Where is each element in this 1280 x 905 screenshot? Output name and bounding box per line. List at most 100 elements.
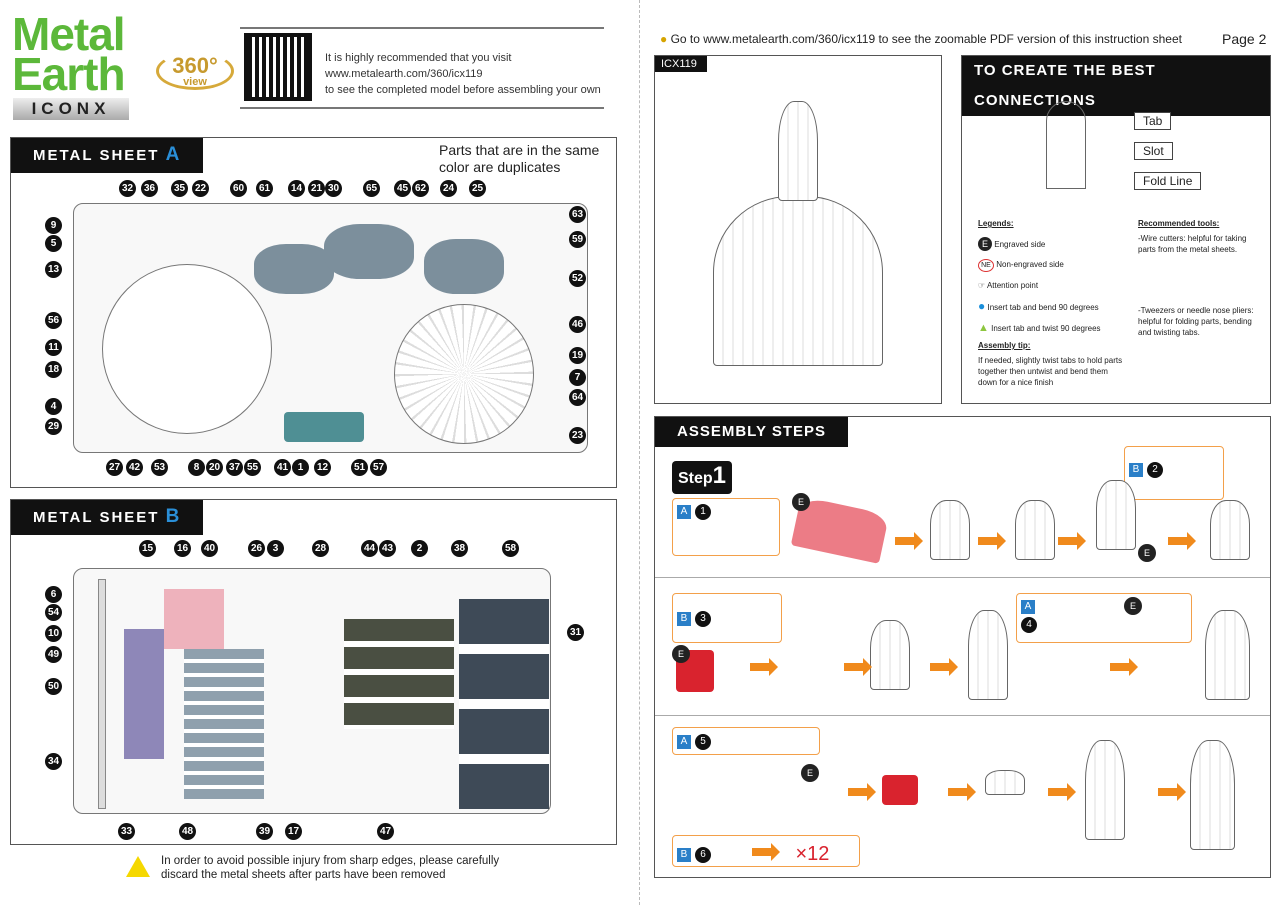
arrow-icon	[1158, 783, 1186, 801]
goto-link[interactable]: ● Go to www.metalearth.com/360/icx119 to…	[660, 32, 1182, 46]
metal-sheet-a: METAL SHEET A Parts that are in the same…	[10, 137, 617, 488]
engraved-badge: E	[801, 764, 819, 782]
part-number-label: 29	[45, 418, 62, 435]
arrow-icon	[930, 658, 958, 676]
arrow-icon	[848, 783, 876, 801]
tab-diagram	[1046, 101, 1086, 189]
part-number-label: 25	[469, 180, 486, 197]
connections-title: TO CREATE THE BEST CONNECTIONS	[962, 56, 1270, 116]
part-number-label: 54	[45, 604, 62, 621]
part-number-label: 63	[569, 206, 586, 223]
part-number-label: 39	[256, 823, 273, 840]
sheet-b-header: METAL SHEET B	[11, 500, 204, 535]
green-triangle-icon: ▲	[978, 322, 989, 334]
dome-part	[424, 239, 504, 294]
part-number-label: 58	[502, 540, 519, 557]
part-number-label: 49	[45, 646, 62, 663]
part-number-label: 35	[171, 180, 188, 197]
lantern-illustration	[778, 101, 818, 201]
fold-line-label: Fold Line	[1134, 172, 1202, 190]
lightbulb-icon: ●	[660, 32, 668, 46]
tab-label: Tab	[1134, 112, 1172, 130]
part-number-label: 34	[45, 753, 62, 770]
360-view-badge: 360°view	[156, 52, 234, 90]
part-number-label: 36	[141, 180, 158, 197]
highlighted-part	[882, 775, 918, 805]
dome-part	[324, 224, 414, 279]
qr-code[interactable]	[244, 33, 312, 101]
tower-step-illustration	[930, 500, 970, 560]
part-number-label: 60	[230, 180, 247, 197]
page-number: Page 2	[1222, 31, 1267, 47]
part-number-label: 28	[312, 540, 329, 557]
part-number-label: 21	[308, 180, 325, 197]
part-number-label: 3	[267, 540, 284, 557]
sheet-a-panel	[73, 203, 588, 453]
tower-step-illustration	[985, 770, 1025, 795]
tower-step-illustration	[968, 610, 1008, 700]
tower-step-illustration	[1190, 740, 1235, 850]
part-number-label: 44	[361, 540, 378, 557]
engraved-badge: E	[1138, 544, 1156, 562]
part-number-label: 40	[201, 540, 218, 557]
quantity-label: ×12	[795, 843, 830, 865]
assembly-title: ASSEMBLY STEPS	[655, 417, 849, 447]
sheet-a-header: METAL SHEET A	[11, 138, 204, 173]
part-number-label: 37	[226, 459, 243, 476]
divider	[240, 27, 604, 29]
part-number-label: 57	[370, 459, 387, 476]
part-number-label: 50	[45, 678, 62, 695]
divider	[240, 107, 604, 109]
part-number-label: 27	[106, 459, 123, 476]
part-number-label: 16	[174, 540, 191, 557]
church-model-illustration	[713, 196, 883, 366]
wall-parts	[459, 599, 549, 809]
step-divider	[655, 715, 1270, 716]
part-number-label: 61	[256, 180, 273, 197]
blue-dot-icon: ●	[978, 299, 986, 313]
arrow-icon	[1058, 532, 1086, 550]
part-number-label: 4	[45, 398, 62, 415]
part-number-label: 1	[292, 459, 309, 476]
step-badge: Step1	[672, 461, 733, 494]
part-number-label: 33	[118, 823, 135, 840]
model-tag: ICX119	[655, 56, 707, 72]
part-number-label: 7	[569, 369, 586, 386]
column-parts	[124, 629, 164, 759]
part-number-label: 65	[363, 180, 380, 197]
engraved-icon: E	[978, 237, 992, 251]
arrow-icon	[1110, 658, 1138, 676]
engraved-badge: E	[672, 645, 690, 663]
arrow-icon	[978, 532, 1006, 550]
part-number-label: 45	[394, 180, 411, 197]
part-number-label: 11	[45, 339, 62, 356]
tower-step-illustration	[1096, 480, 1136, 550]
warning-icon	[126, 856, 150, 877]
part-number-label: 24	[440, 180, 457, 197]
part-number-label: 41	[274, 459, 291, 476]
dome-star-part	[394, 304, 534, 444]
part-number-label: 47	[377, 823, 394, 840]
page-fold	[639, 0, 640, 905]
visit-link[interactable]: www.metalearth.com/360/icx119	[325, 68, 483, 80]
arrow-icon	[1048, 783, 1076, 801]
part-number-label: 23	[569, 427, 586, 444]
base-ring-part	[102, 264, 272, 434]
part-number-label: 19	[569, 347, 586, 364]
non-engraved-icon: NE	[978, 259, 994, 272]
part-number-label: 18	[45, 361, 62, 378]
part-number-label: 46	[569, 316, 586, 333]
part-number-label: 31	[567, 624, 584, 641]
wall-parts	[344, 619, 454, 729]
tower-step-illustration	[1205, 610, 1250, 700]
part-number-label: 43	[379, 540, 396, 557]
arrow-icon	[750, 658, 778, 676]
tower-step-illustration	[870, 620, 910, 690]
